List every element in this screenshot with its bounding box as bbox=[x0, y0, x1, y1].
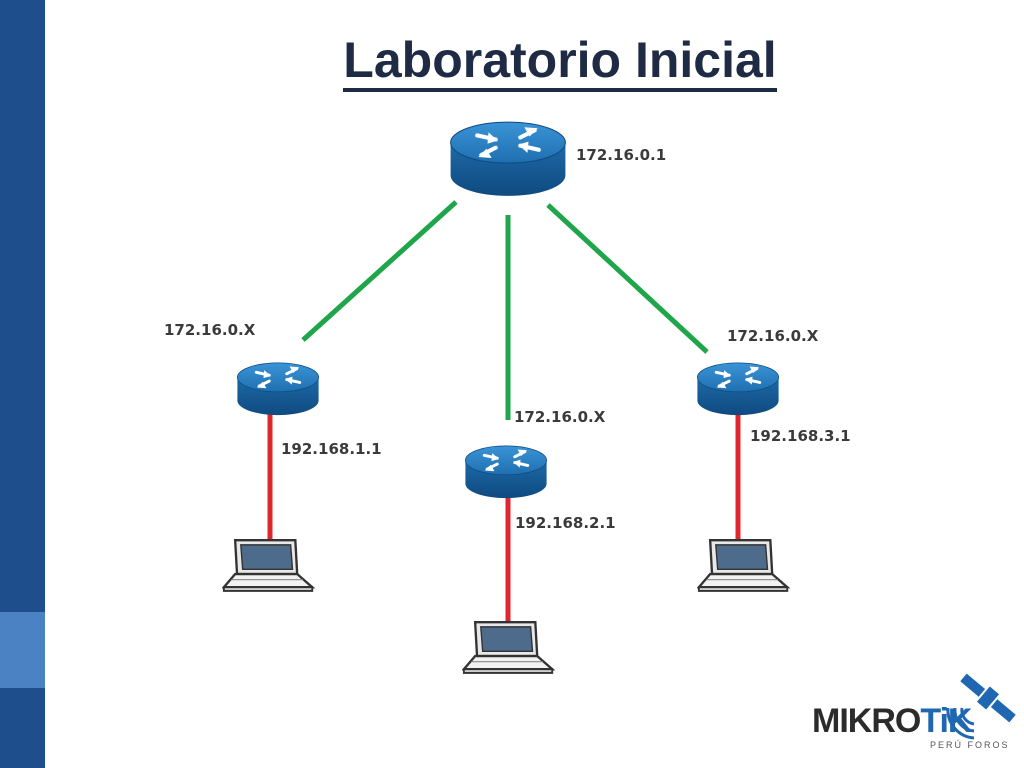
wan-link-right bbox=[546, 203, 709, 354]
logo-wordmark: MIKROTiK bbox=[812, 702, 972, 741]
sidebar-accent bbox=[0, 612, 45, 688]
router-left-icon bbox=[235, 361, 321, 417]
logo-subtitle: PERÚ FOROS bbox=[930, 740, 1010, 750]
router-right-lan-ip: 192.168.3.1 bbox=[750, 427, 851, 445]
core-router-icon bbox=[451, 122, 566, 196]
logo-brand-suffix: TiK bbox=[920, 702, 972, 740]
router-left-wan-ip: 172.16.0.X bbox=[164, 321, 256, 339]
slide-title-text: Laboratorio Inicial bbox=[343, 32, 777, 92]
laptop-right-icon bbox=[697, 538, 789, 593]
router-left-lan-ip: 192.168.1.1 bbox=[281, 440, 382, 458]
satellite-icon bbox=[946, 673, 1016, 740]
mikrotik-logo: MIKROTiK PERÚ FOROS bbox=[812, 660, 1024, 768]
router-right-icon bbox=[695, 361, 781, 417]
laptop-center-icon bbox=[462, 620, 554, 675]
slide-title: Laboratorio Inicial bbox=[0, 30, 1024, 92]
router-center-wan-ip: 172.16.0.X bbox=[514, 408, 606, 426]
router-right-wan-ip: 172.16.0.X bbox=[727, 327, 819, 345]
laptop-left-icon bbox=[222, 538, 314, 593]
router-center-lan-ip: 192.168.2.1 bbox=[515, 514, 616, 532]
wan-link-left bbox=[301, 200, 458, 342]
router-center-icon bbox=[463, 444, 549, 500]
logo-brand-prefix: MIKRO bbox=[812, 702, 921, 740]
core-router-ip: 172.16.0.1 bbox=[576, 146, 667, 164]
